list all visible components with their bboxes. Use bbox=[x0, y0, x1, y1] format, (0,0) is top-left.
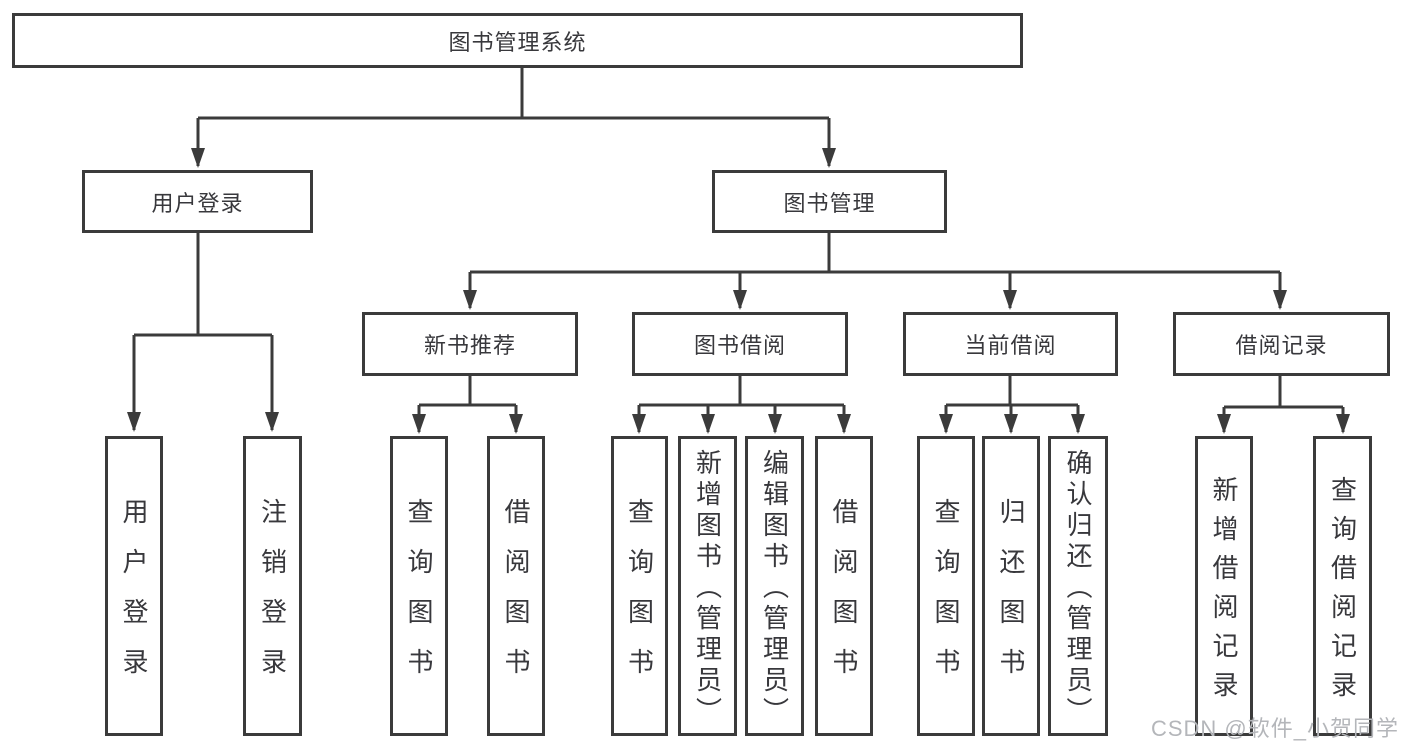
node-new-book-recommendation: 新书推荐 bbox=[362, 312, 578, 376]
node-library-management-system: 图书管理系统 bbox=[12, 13, 1023, 68]
node-borrowing-records: 借阅记录 bbox=[1173, 312, 1390, 376]
leaf-search-borrow-record: 查询借阅记录 bbox=[1313, 436, 1372, 736]
node-user-login: 用户登录 bbox=[82, 170, 313, 233]
leaf-borrow-books-recommend: 借阅图书 bbox=[487, 436, 545, 736]
node-current-borrowing: 当前借阅 bbox=[903, 312, 1118, 376]
leaf-add-borrow-record: 新增借阅记录 bbox=[1195, 436, 1253, 736]
leaf-user-login: 用户登录 bbox=[105, 436, 163, 736]
leaf-add-books-admin: 新增图书（管理员） bbox=[678, 436, 737, 736]
leaf-edit-books-admin: 编辑图书（管理员） bbox=[745, 436, 804, 736]
node-book-management: 图书管理 bbox=[712, 170, 947, 233]
node-book-borrowing: 图书借阅 bbox=[632, 312, 848, 376]
leaf-confirm-return-admin: 确认归还（管理员） bbox=[1048, 436, 1108, 736]
leaf-return-books: 归还图书 bbox=[982, 436, 1040, 736]
leaf-logout: 注销登录 bbox=[243, 436, 302, 736]
leaf-search-books-recommend: 查询图书 bbox=[390, 436, 448, 736]
leaf-search-books-current: 查询图书 bbox=[917, 436, 975, 736]
leaf-borrow-books: 借阅图书 bbox=[815, 436, 873, 736]
leaf-search-books-borrowing: 查询图书 bbox=[611, 436, 668, 736]
